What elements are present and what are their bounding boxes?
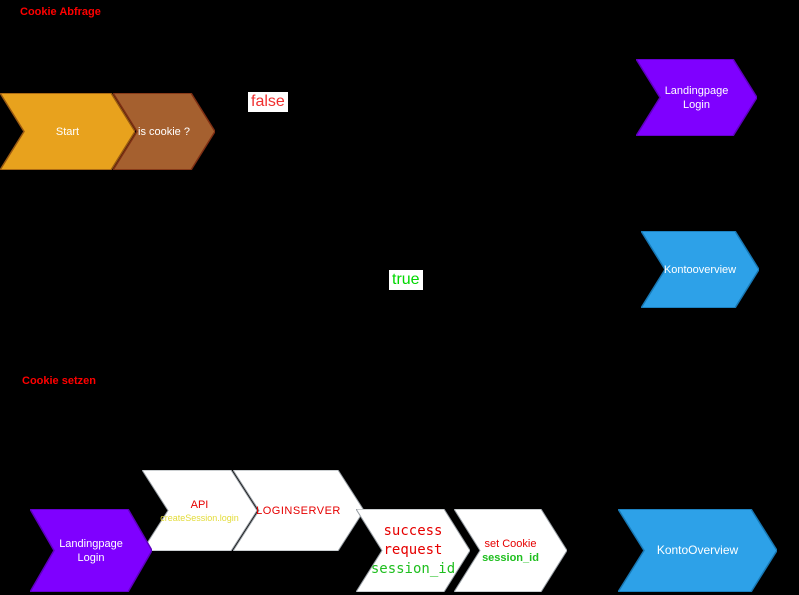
kontooverview-right-chevron-shape — [641, 231, 759, 308]
kontooverview-right-chevron-polygon — [641, 231, 759, 308]
kontooverview-bottom-chevron-polygon — [618, 509, 777, 592]
api-chevron-polygon — [142, 470, 257, 551]
api-chevron-shape — [142, 470, 257, 551]
landingpage-bottom-chevron-shape — [30, 509, 152, 592]
landingpage-top-chevron-polygon — [636, 59, 757, 136]
is-cookie-chevron-polygon — [113, 93, 215, 170]
node-kontooverview-right: Kontooverview — [641, 231, 759, 308]
section-title-cookie-abfrage: Cookie Abfrage — [20, 6, 101, 18]
node-session-response: success request session_id — [356, 509, 470, 592]
loginserver-chevron-polygon — [233, 470, 364, 551]
session-response-chevron-polygon — [356, 509, 470, 592]
node-is-cookie: is cookie ? — [113, 93, 215, 170]
node-set-cookie: set Cookie session_id — [454, 509, 567, 592]
session-response-chevron-shape — [356, 509, 470, 592]
branch-label-false: false — [248, 92, 288, 112]
kontooverview-bottom-chevron-shape — [618, 509, 777, 592]
node-loginserver: LOGINSERVER — [233, 470, 364, 551]
landingpage-top-chevron-shape — [636, 59, 757, 136]
set-cookie-chevron-polygon — [454, 509, 567, 592]
node-kontooverview-bottom: KontoOverview — [618, 509, 777, 592]
landingpage-bottom-chevron-polygon — [30, 509, 152, 592]
branch-label-true: true — [389, 270, 423, 290]
node-landingpage-login-bottom: Landingpage Login — [30, 509, 152, 592]
node-landingpage-login-top: Landingpage Login — [636, 59, 757, 136]
is-cookie-chevron-shape — [113, 93, 215, 170]
section-title-cookie-setzen: Cookie setzen — [22, 375, 96, 387]
start-chevron-polygon — [0, 93, 135, 170]
loginserver-chevron-shape — [233, 470, 364, 551]
start-chevron-shape — [0, 93, 135, 170]
set-cookie-chevron-shape — [454, 509, 567, 592]
